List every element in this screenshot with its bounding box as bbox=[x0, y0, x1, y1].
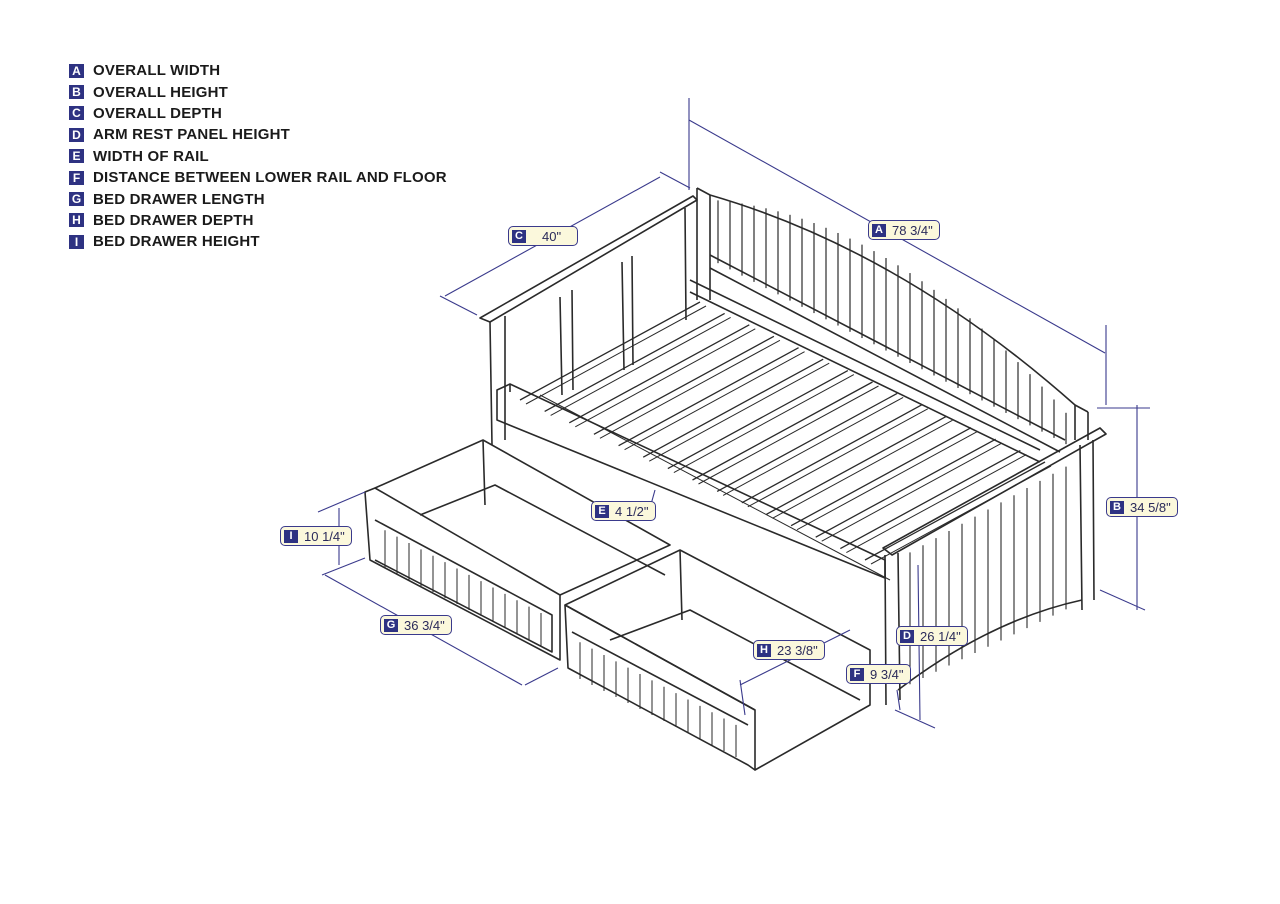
dimension-value: 9 3/4" bbox=[870, 666, 904, 682]
legend-item-i: I BED DRAWER HEIGHT bbox=[69, 231, 447, 252]
left-drawer-front bbox=[364, 487, 561, 661]
letter-badge: D bbox=[69, 127, 84, 142]
letter-badge: F bbox=[69, 170, 84, 185]
legend-label: BED DRAWER DEPTH bbox=[93, 211, 254, 229]
legend-label: DISTANCE BETWEEN LOWER RAIL AND FLOOR bbox=[93, 169, 447, 187]
daybed-line-art bbox=[364, 187, 1107, 771]
letter-badge: G bbox=[384, 618, 398, 632]
letter-badge: D bbox=[900, 629, 914, 643]
slat-line bbox=[575, 328, 756, 428]
dimension-value: 4 1/2" bbox=[615, 503, 649, 519]
legend-item-c: C OVERALL DEPTH bbox=[69, 103, 447, 124]
letter-badge: C bbox=[69, 106, 84, 121]
slat-line bbox=[864, 461, 1046, 561]
letter-badge: B bbox=[69, 85, 84, 100]
slat-line bbox=[642, 358, 824, 458]
legend-item-g: G BED DRAWER LENGTH bbox=[69, 188, 447, 209]
slat-line bbox=[673, 374, 855, 474]
legend-label: OVERALL HEIGHT bbox=[93, 83, 229, 101]
dimension-value: 36 3/4" bbox=[404, 617, 445, 633]
dimension-value: 23 3/8" bbox=[777, 642, 818, 658]
right-arm-slats bbox=[909, 466, 1067, 685]
bed-slats bbox=[519, 301, 1052, 565]
letter-badge: G bbox=[69, 192, 84, 207]
left-arm-top bbox=[479, 195, 698, 323]
slat-line bbox=[716, 392, 898, 492]
dimension-value: 40" bbox=[542, 228, 562, 244]
letter-badge: I bbox=[284, 529, 298, 543]
letter-badge: C bbox=[512, 229, 526, 243]
slat-line bbox=[766, 415, 947, 515]
slat-line bbox=[840, 450, 1021, 550]
slat-line bbox=[747, 408, 929, 508]
slat-line bbox=[821, 442, 1002, 542]
dimension-value: 34 5/8" bbox=[1130, 499, 1171, 515]
legend-item-d: D ARM REST PANEL HEIGHT bbox=[69, 124, 447, 145]
letter-badge: A bbox=[69, 63, 84, 78]
right-drawer bbox=[564, 549, 871, 771]
dimension-value: 26 1/4" bbox=[920, 628, 961, 644]
slat-line bbox=[624, 351, 805, 451]
letter-badge: F bbox=[850, 667, 864, 681]
legend-item-f: F DISTANCE BETWEEN LOWER RAIL AND FLOOR bbox=[69, 167, 447, 188]
letter-badge: E bbox=[595, 504, 609, 518]
slat-line bbox=[692, 381, 873, 481]
slat-line bbox=[599, 339, 781, 439]
legend-label: BED DRAWER HEIGHT bbox=[93, 233, 260, 251]
slat-line bbox=[698, 385, 879, 485]
legend-label: WIDTH OF RAIL bbox=[93, 147, 209, 165]
right-arm-top bbox=[882, 427, 1107, 556]
legend-label: BED DRAWER LENGTH bbox=[93, 190, 265, 208]
letter-badge: I bbox=[69, 234, 84, 249]
slat-line bbox=[790, 427, 972, 527]
back-panel-slats bbox=[717, 200, 1067, 445]
dimension-label-h: H 23 3/8" bbox=[753, 640, 825, 660]
legend-label: ARM REST PANEL HEIGHT bbox=[93, 126, 290, 144]
slat-line bbox=[796, 431, 978, 531]
slat-line bbox=[593, 335, 775, 435]
back-panel-top bbox=[696, 187, 1089, 413]
legend-item-b: B OVERALL HEIGHT bbox=[69, 81, 447, 102]
dimension-value: 78 3/4" bbox=[892, 222, 933, 238]
dimension-label-c: C 40" bbox=[508, 226, 579, 246]
letter-badge: H bbox=[757, 643, 771, 657]
dimension-value: 10 1/4" bbox=[304, 528, 345, 544]
legend-label: OVERALL WIDTH bbox=[93, 62, 221, 80]
letter-badge: B bbox=[1110, 500, 1124, 514]
legend-item-a: A OVERALL WIDTH bbox=[69, 60, 447, 81]
dimension-label-b: B 34 5/8" bbox=[1106, 497, 1178, 517]
dimension-label-i: I 10 1/4" bbox=[280, 526, 352, 546]
slat-line bbox=[815, 438, 997, 538]
dimension-label-d: D 26 1/4" bbox=[896, 626, 968, 646]
letter-badge: E bbox=[69, 149, 84, 164]
dimension-label-e: E 4 1/2" bbox=[591, 501, 656, 521]
slat-line bbox=[667, 370, 849, 470]
slat-line bbox=[525, 305, 707, 405]
slat-line bbox=[741, 404, 923, 504]
legend: A OVERALL WIDTH B OVERALL HEIGHT C OVERALL … bbox=[69, 60, 447, 253]
slat-line bbox=[772, 419, 953, 519]
legend-item-e: E WIDTH OF RAIL bbox=[69, 146, 447, 167]
letter-badge: H bbox=[69, 213, 84, 228]
slat-line bbox=[568, 324, 750, 424]
slat-line bbox=[519, 301, 701, 401]
dimension-label-g: G 36 3/4" bbox=[380, 615, 452, 635]
slat-line bbox=[544, 312, 725, 412]
slat-line bbox=[550, 316, 731, 416]
slat-line bbox=[648, 362, 830, 462]
dimension-label-f: F 9 3/4" bbox=[846, 664, 911, 684]
slat-line bbox=[618, 347, 799, 447]
dimension-label-a: A 78 3/4" bbox=[868, 220, 940, 240]
letter-badge: A bbox=[872, 223, 886, 237]
legend-item-h: H BED DRAWER DEPTH bbox=[69, 210, 447, 231]
slat-line bbox=[846, 454, 1027, 554]
slat-line bbox=[722, 396, 904, 496]
legend-label: OVERALL DEPTH bbox=[93, 104, 223, 122]
